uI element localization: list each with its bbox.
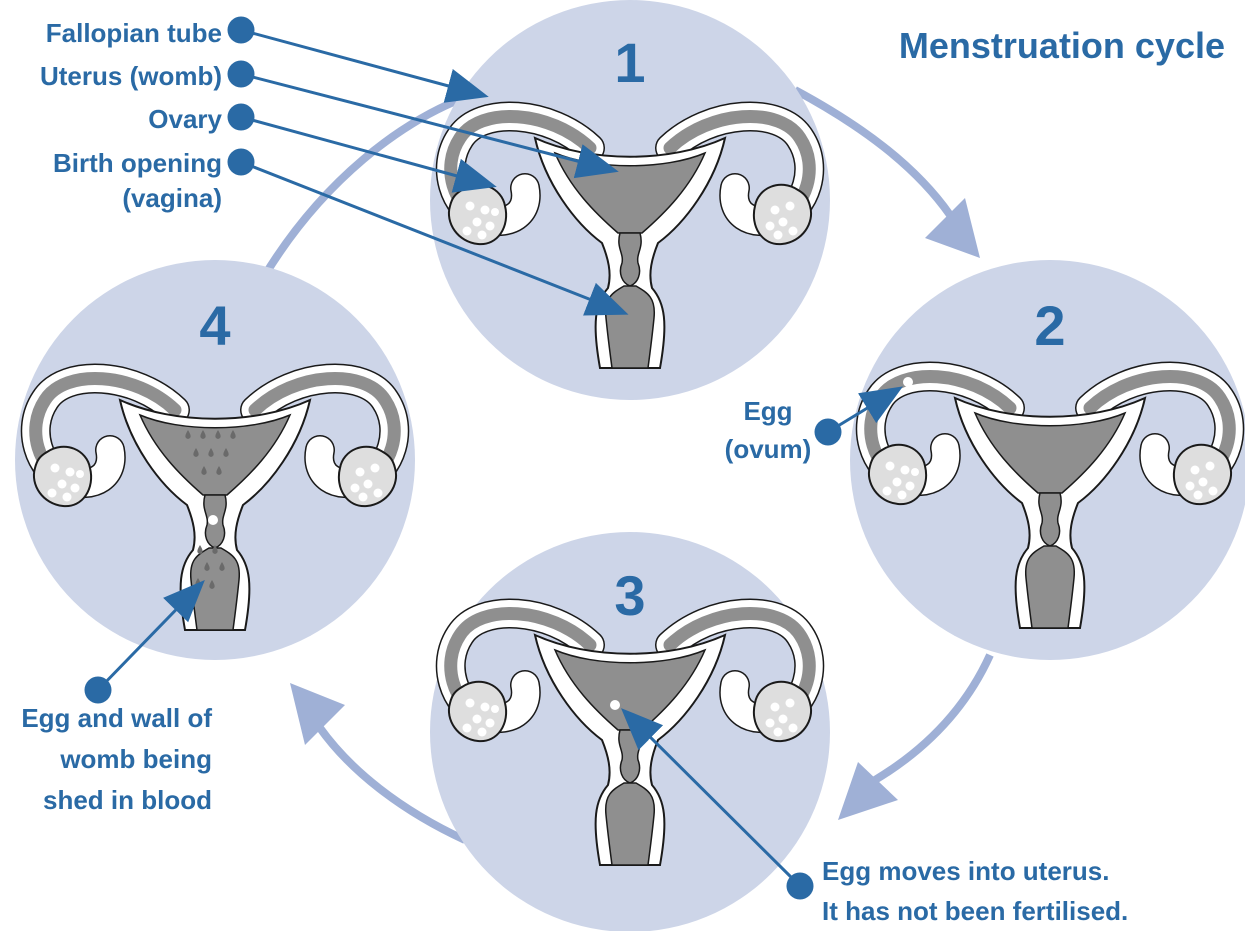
stage-number-3: 3 (614, 564, 645, 627)
label-shed-line3: shed in blood (43, 785, 212, 815)
label-egg-moves-line2: It has not been fertilised. (822, 896, 1128, 926)
stage-number-4: 4 (199, 294, 230, 357)
egg-in-tube-2 (903, 377, 913, 387)
label-fallopian-tube: Fallopian tube (46, 18, 222, 48)
label-egg-moves-line1: Egg moves into uterus. (822, 856, 1110, 886)
pointer-fallopian-tube (241, 30, 482, 95)
label-ovary: Ovary (148, 104, 222, 134)
stage-number-2: 2 (1034, 294, 1065, 357)
label-shed-line1: Egg and wall of (21, 703, 212, 733)
stage-number-1: 1 (614, 31, 645, 94)
label-birth-opening-line1: Birth opening (53, 148, 222, 178)
label-egg-line2: (ovum) (725, 434, 812, 464)
cycle-arrowhead-4 (290, 683, 345, 745)
label-uterus: Uterus (womb) (40, 61, 222, 91)
label-egg-line1: Egg (743, 396, 792, 426)
egg-in-uterus-3 (610, 700, 620, 710)
cycle-arrow-2-to-3 (875, 655, 990, 780)
label-shed-line2: womb being (59, 744, 212, 774)
page-title: Menstruation cycle (899, 25, 1225, 66)
cycle-arrowhead-2 (925, 198, 980, 258)
label-birth-opening-line2: (vagina) (122, 183, 222, 213)
egg-in-cervix-4 (208, 515, 218, 525)
